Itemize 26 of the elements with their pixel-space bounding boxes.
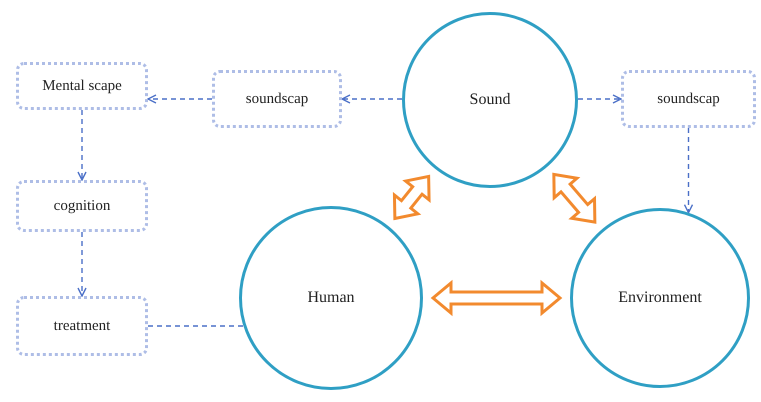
node-label: cognition [54, 198, 110, 214]
double-block-arrow [392, 174, 431, 220]
dashed-arrow [77, 232, 87, 297]
dashed-arrow [147, 94, 212, 104]
dashed-line [148, 325, 244, 327]
double-block-arrow [430, 280, 562, 316]
node-label: treatment [54, 318, 110, 334]
dotted-box [621, 70, 756, 128]
node-label: soundscap [246, 90, 308, 108]
circle-node [402, 12, 578, 188]
dotted-box [16, 62, 148, 110]
node-label: Mental scape [42, 78, 122, 94]
dotted-box [16, 296, 148, 356]
dotted-box [212, 70, 342, 128]
dotted-box [16, 180, 148, 232]
dashed-arrow [578, 94, 622, 104]
circle-node [239, 206, 423, 390]
node-label: Sound [470, 91, 510, 109]
dashed-arrow [341, 94, 402, 104]
node-label: Environment [618, 289, 702, 307]
circle-node [570, 208, 750, 388]
dashed-arrow [77, 110, 87, 181]
dashed-arrow [684, 128, 694, 214]
double-block-arrow [552, 172, 596, 224]
node-label: soundscap [657, 90, 720, 108]
node-label: Human [307, 289, 355, 307]
